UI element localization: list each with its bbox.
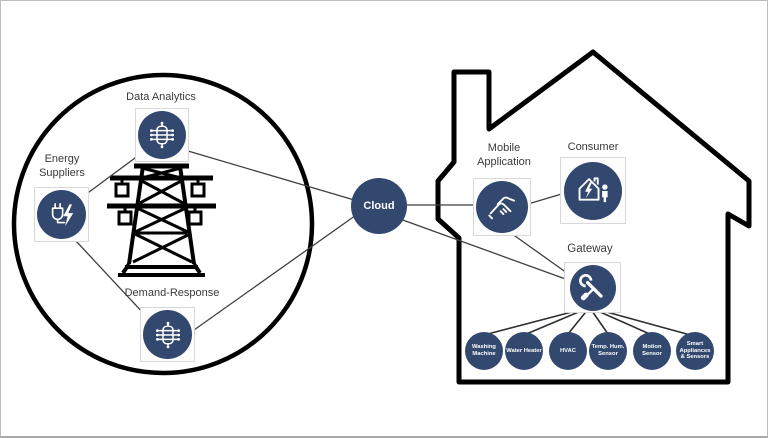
supply-side-boundary-circle (11, 72, 315, 376)
connector-line (193, 212, 360, 331)
demand-response-label: Demand-Response (124, 287, 220, 299)
data-analytics-node (135, 108, 189, 162)
chip-icon (143, 310, 192, 359)
consumer-label: Consumer (567, 141, 619, 153)
chip-icon (138, 111, 186, 159)
consumer-node (560, 157, 626, 224)
insulators (114, 178, 206, 226)
tools-icon (569, 264, 616, 311)
mobile-application-label: Mobile Application (477, 142, 531, 169)
device-water-heater: Water Heater (505, 332, 543, 370)
connector-line (507, 230, 575, 279)
cloud-node: Cloud (351, 178, 407, 234)
device-hvac: HVAC (549, 332, 587, 370)
handshake-icon (476, 181, 528, 233)
connector-line (527, 192, 566, 205)
connector-line (187, 150, 362, 203)
gateway-node (564, 262, 621, 313)
connector-line (80, 154, 140, 199)
tower-base (118, 262, 205, 277)
data-analytics-label: Data Analytics (126, 91, 196, 103)
smart-home-person-icon (564, 161, 622, 220)
device-smart-appliances: Smart Appliances & Sensors (676, 332, 714, 370)
device-temp-hum-sensor: Temp. Hum. Sensor (589, 332, 627, 370)
connector-lines (75, 150, 575, 331)
device-washing-machine: Washing Machine (465, 332, 503, 370)
energy-suppliers-node (34, 187, 89, 242)
transmission-tower-icon (107, 163, 216, 277)
plug-bolt-icon (37, 190, 86, 239)
gateway-label: Gateway (567, 243, 613, 255)
connector-line (75, 240, 146, 316)
connector-line (399, 218, 572, 282)
device-motion-sensor: Motion Sensor (633, 332, 671, 370)
demand-response-node (140, 307, 195, 362)
mobile-application-node (473, 178, 531, 236)
energy-suppliers-label: Energy Suppliers (39, 153, 85, 180)
house-outline (435, 49, 752, 385)
